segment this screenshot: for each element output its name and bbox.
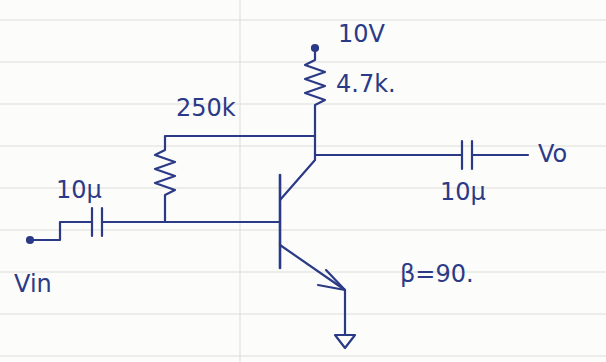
signal-name: Vo [538,142,567,166]
input-terminal [27,237,33,243]
emitter-arrow [318,270,345,290]
signal-name: Vin [14,272,52,296]
supply-voltage: 10V [338,22,385,46]
resistor-symbol [305,50,325,155]
capacitor-value: 10μ [56,178,102,202]
wire [102,221,280,223]
resistor-value: 250k [176,96,236,120]
wire [30,222,92,240]
capacitor-symbol [461,141,463,169]
wire [315,154,462,156]
gain-value: β=90. [400,262,474,286]
capacitor-symbol [91,208,93,236]
resistor-symbol [155,136,315,222]
transistor-symbol [280,155,315,200]
wire [472,154,528,156]
capacitor-value: 10μ [440,180,486,204]
ground-symbol [335,335,355,348]
resistor-value: 4.7k. [336,72,396,96]
transistor-symbol [280,245,345,335]
transistor-symbol [279,175,282,268]
